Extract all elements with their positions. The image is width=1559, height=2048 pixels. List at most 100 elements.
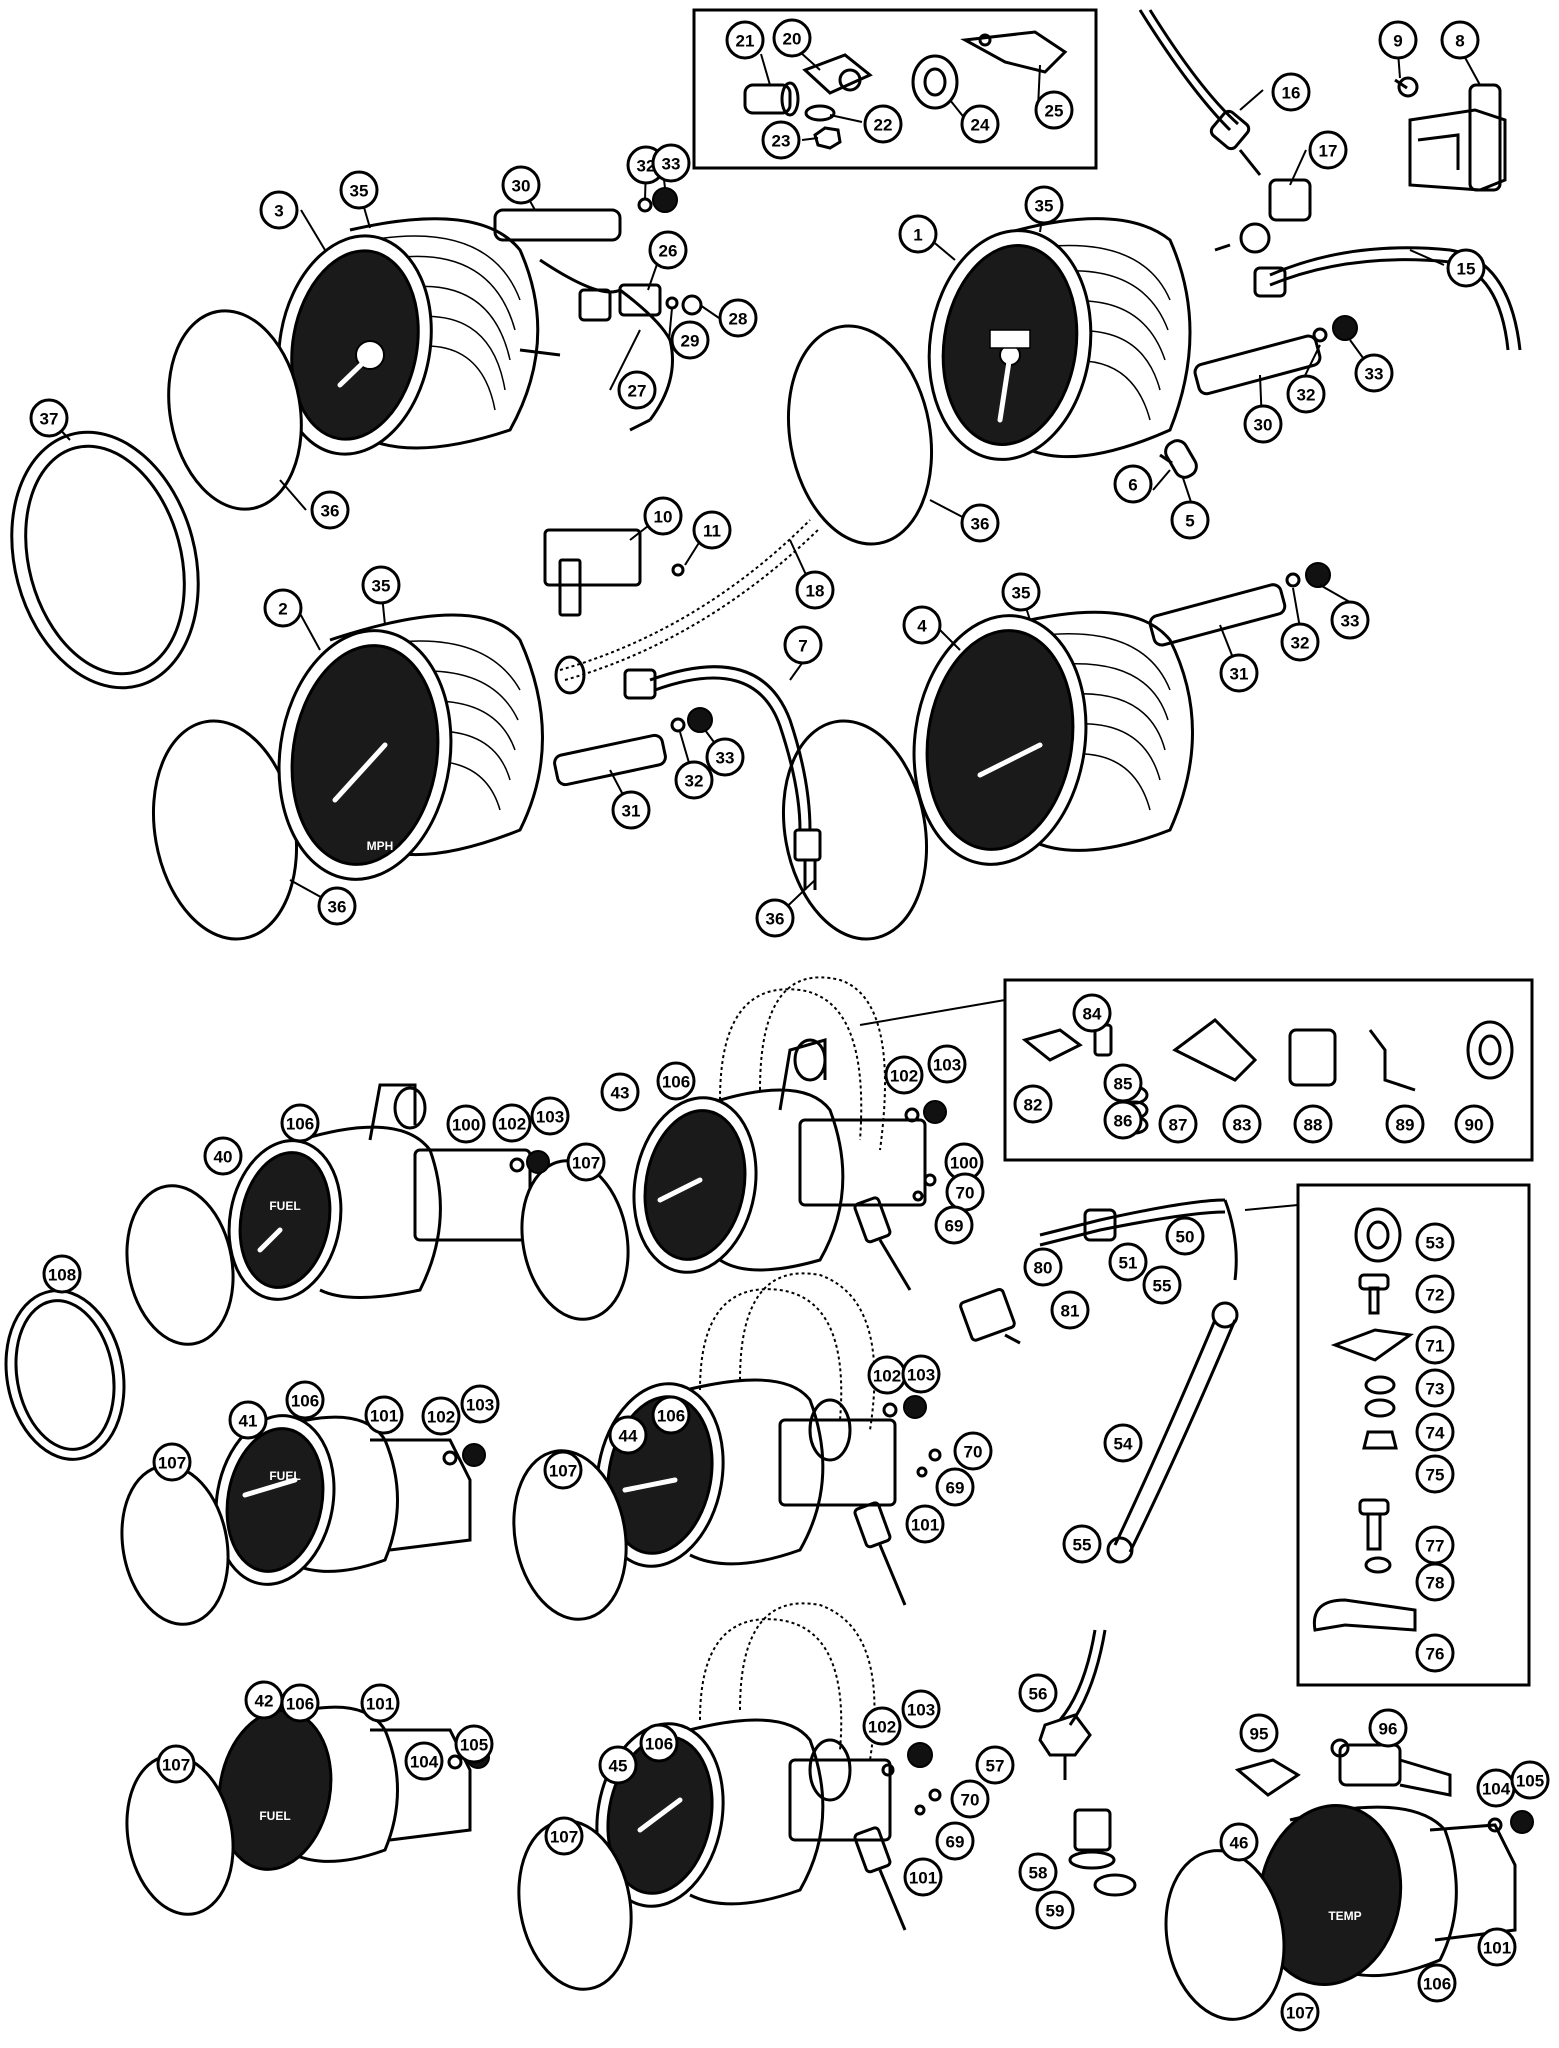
callout-circle xyxy=(902,605,942,645)
callout-43: 43 xyxy=(600,1072,640,1112)
callout-number: 32 xyxy=(1297,386,1316,405)
callout-77: 77 xyxy=(1415,1525,1455,1565)
callout-number: 108 xyxy=(48,1266,76,1285)
callout-number: 90 xyxy=(1465,1116,1484,1135)
callout-circle xyxy=(1415,1633,1455,1673)
callout-number: 105 xyxy=(460,1736,488,1755)
glass-lens xyxy=(125,1184,235,1346)
callout-circle xyxy=(1510,1760,1550,1800)
callout-53: 53 xyxy=(1415,1222,1455,1262)
callout-circle xyxy=(1035,1890,1075,1930)
callout-number: 35 xyxy=(1035,197,1054,216)
callout-6: 6 xyxy=(1113,464,1153,504)
callout-number: 41 xyxy=(239,1412,258,1431)
callout-number: 89 xyxy=(1396,1116,1415,1135)
callout-50: 50 xyxy=(1165,1216,1205,1256)
callout-73: 73 xyxy=(1415,1368,1455,1408)
gauge-2-speedometer: MPH xyxy=(277,613,667,881)
callout-number: 35 xyxy=(350,182,369,201)
callout-circle xyxy=(1417,1963,1457,2003)
callout-7: 7 xyxy=(783,625,823,665)
callout-circle xyxy=(1050,1290,1090,1330)
callout-circle xyxy=(1239,1713,1279,1753)
callout-23: 23 xyxy=(761,120,801,160)
callout-11: 11 xyxy=(692,510,732,550)
callout-circle xyxy=(1072,993,1112,1033)
callout-87: 87 xyxy=(1158,1104,1198,1144)
callout-number: 56 xyxy=(1029,1685,1048,1704)
callout-circle xyxy=(1018,1852,1058,1892)
callout-89: 89 xyxy=(1385,1104,1425,1144)
callout-number: 17 xyxy=(1319,142,1338,161)
callout-number: 32 xyxy=(637,157,656,176)
callout-circle xyxy=(1415,1412,1455,1452)
callout-circle xyxy=(772,18,812,58)
callout-number: 107 xyxy=(572,1154,600,1173)
callout-number: 40 xyxy=(214,1148,233,1167)
callout-circle xyxy=(280,1103,320,1143)
callout-circle xyxy=(761,120,801,160)
callout-106: 106 xyxy=(651,1395,691,1435)
callout-circle xyxy=(1415,1325,1455,1365)
callout-number: 106 xyxy=(286,1695,314,1714)
callout-104: 104 xyxy=(404,1741,444,1781)
callout-81: 81 xyxy=(1050,1290,1090,1330)
callout-90: 90 xyxy=(1454,1104,1494,1144)
callout-circle xyxy=(950,1779,990,1819)
callout-102: 102 xyxy=(421,1396,461,1436)
callout-36: 36 xyxy=(317,886,357,926)
washer-nut-pair xyxy=(882,1395,927,1419)
angle-drive-part xyxy=(1214,178,1312,254)
callout-circle xyxy=(259,190,299,230)
callout-number: 26 xyxy=(659,242,678,261)
callout-number: 88 xyxy=(1304,1116,1323,1135)
callout-number: 77 xyxy=(1426,1537,1445,1556)
gauge-4-tachometer xyxy=(912,583,1287,866)
callout-number: 36 xyxy=(971,515,990,534)
callout-number: 106 xyxy=(291,1392,319,1411)
callout-number: 16 xyxy=(1282,84,1301,103)
callout-27: 27 xyxy=(617,370,657,410)
callout-103: 103 xyxy=(460,1384,500,1424)
gauge-41-fuel: FUEL xyxy=(214,1414,472,1586)
callout-70: 70 xyxy=(945,1172,985,1212)
callout-84: 84 xyxy=(1072,993,1112,1033)
callout-circle xyxy=(863,104,903,144)
wiring-harness-part xyxy=(539,258,703,432)
callout-83: 83 xyxy=(1222,1104,1262,1144)
sender-lead-part xyxy=(623,665,822,890)
callout-5: 5 xyxy=(1170,500,1210,540)
callout-number: 55 xyxy=(1073,1536,1092,1555)
callout-106: 106 xyxy=(656,1061,696,1101)
callout-number: 73 xyxy=(1426,1380,1445,1399)
callout-circle xyxy=(718,298,758,338)
callout-circle xyxy=(1243,404,1283,444)
callout-circle xyxy=(905,1504,945,1544)
callout-35: 35 xyxy=(1024,185,1064,225)
callout-101: 101 xyxy=(903,1857,943,1897)
callout-number: 27 xyxy=(628,382,647,401)
callout-76: 76 xyxy=(1415,1633,1455,1673)
callout-102: 102 xyxy=(867,1355,907,1395)
callout-circle xyxy=(543,1450,583,1490)
callout-number: 18 xyxy=(806,582,825,601)
callout-number: 32 xyxy=(1291,634,1310,653)
callout-number: 106 xyxy=(657,1407,685,1426)
strap-clip-part xyxy=(1172,1018,1258,1082)
callout-number: 43 xyxy=(611,1084,630,1103)
bulb-socket-part xyxy=(802,53,873,95)
callout-102: 102 xyxy=(884,1055,924,1095)
callout-10: 10 xyxy=(643,496,683,536)
callout-72: 72 xyxy=(1415,1274,1455,1314)
callout-number: 107 xyxy=(162,1756,190,1775)
inset-box-bulb-holders xyxy=(692,8,1098,170)
callout-35: 35 xyxy=(339,170,379,210)
callout-101: 101 xyxy=(364,1395,404,1435)
callout-number: 4 xyxy=(917,617,927,636)
callout-circle xyxy=(795,570,835,610)
glass-lens xyxy=(520,1159,630,1321)
callout-number: 50 xyxy=(1176,1228,1195,1247)
callout-number: 55 xyxy=(1153,1277,1172,1296)
p-clip-part xyxy=(1330,1328,1414,1362)
